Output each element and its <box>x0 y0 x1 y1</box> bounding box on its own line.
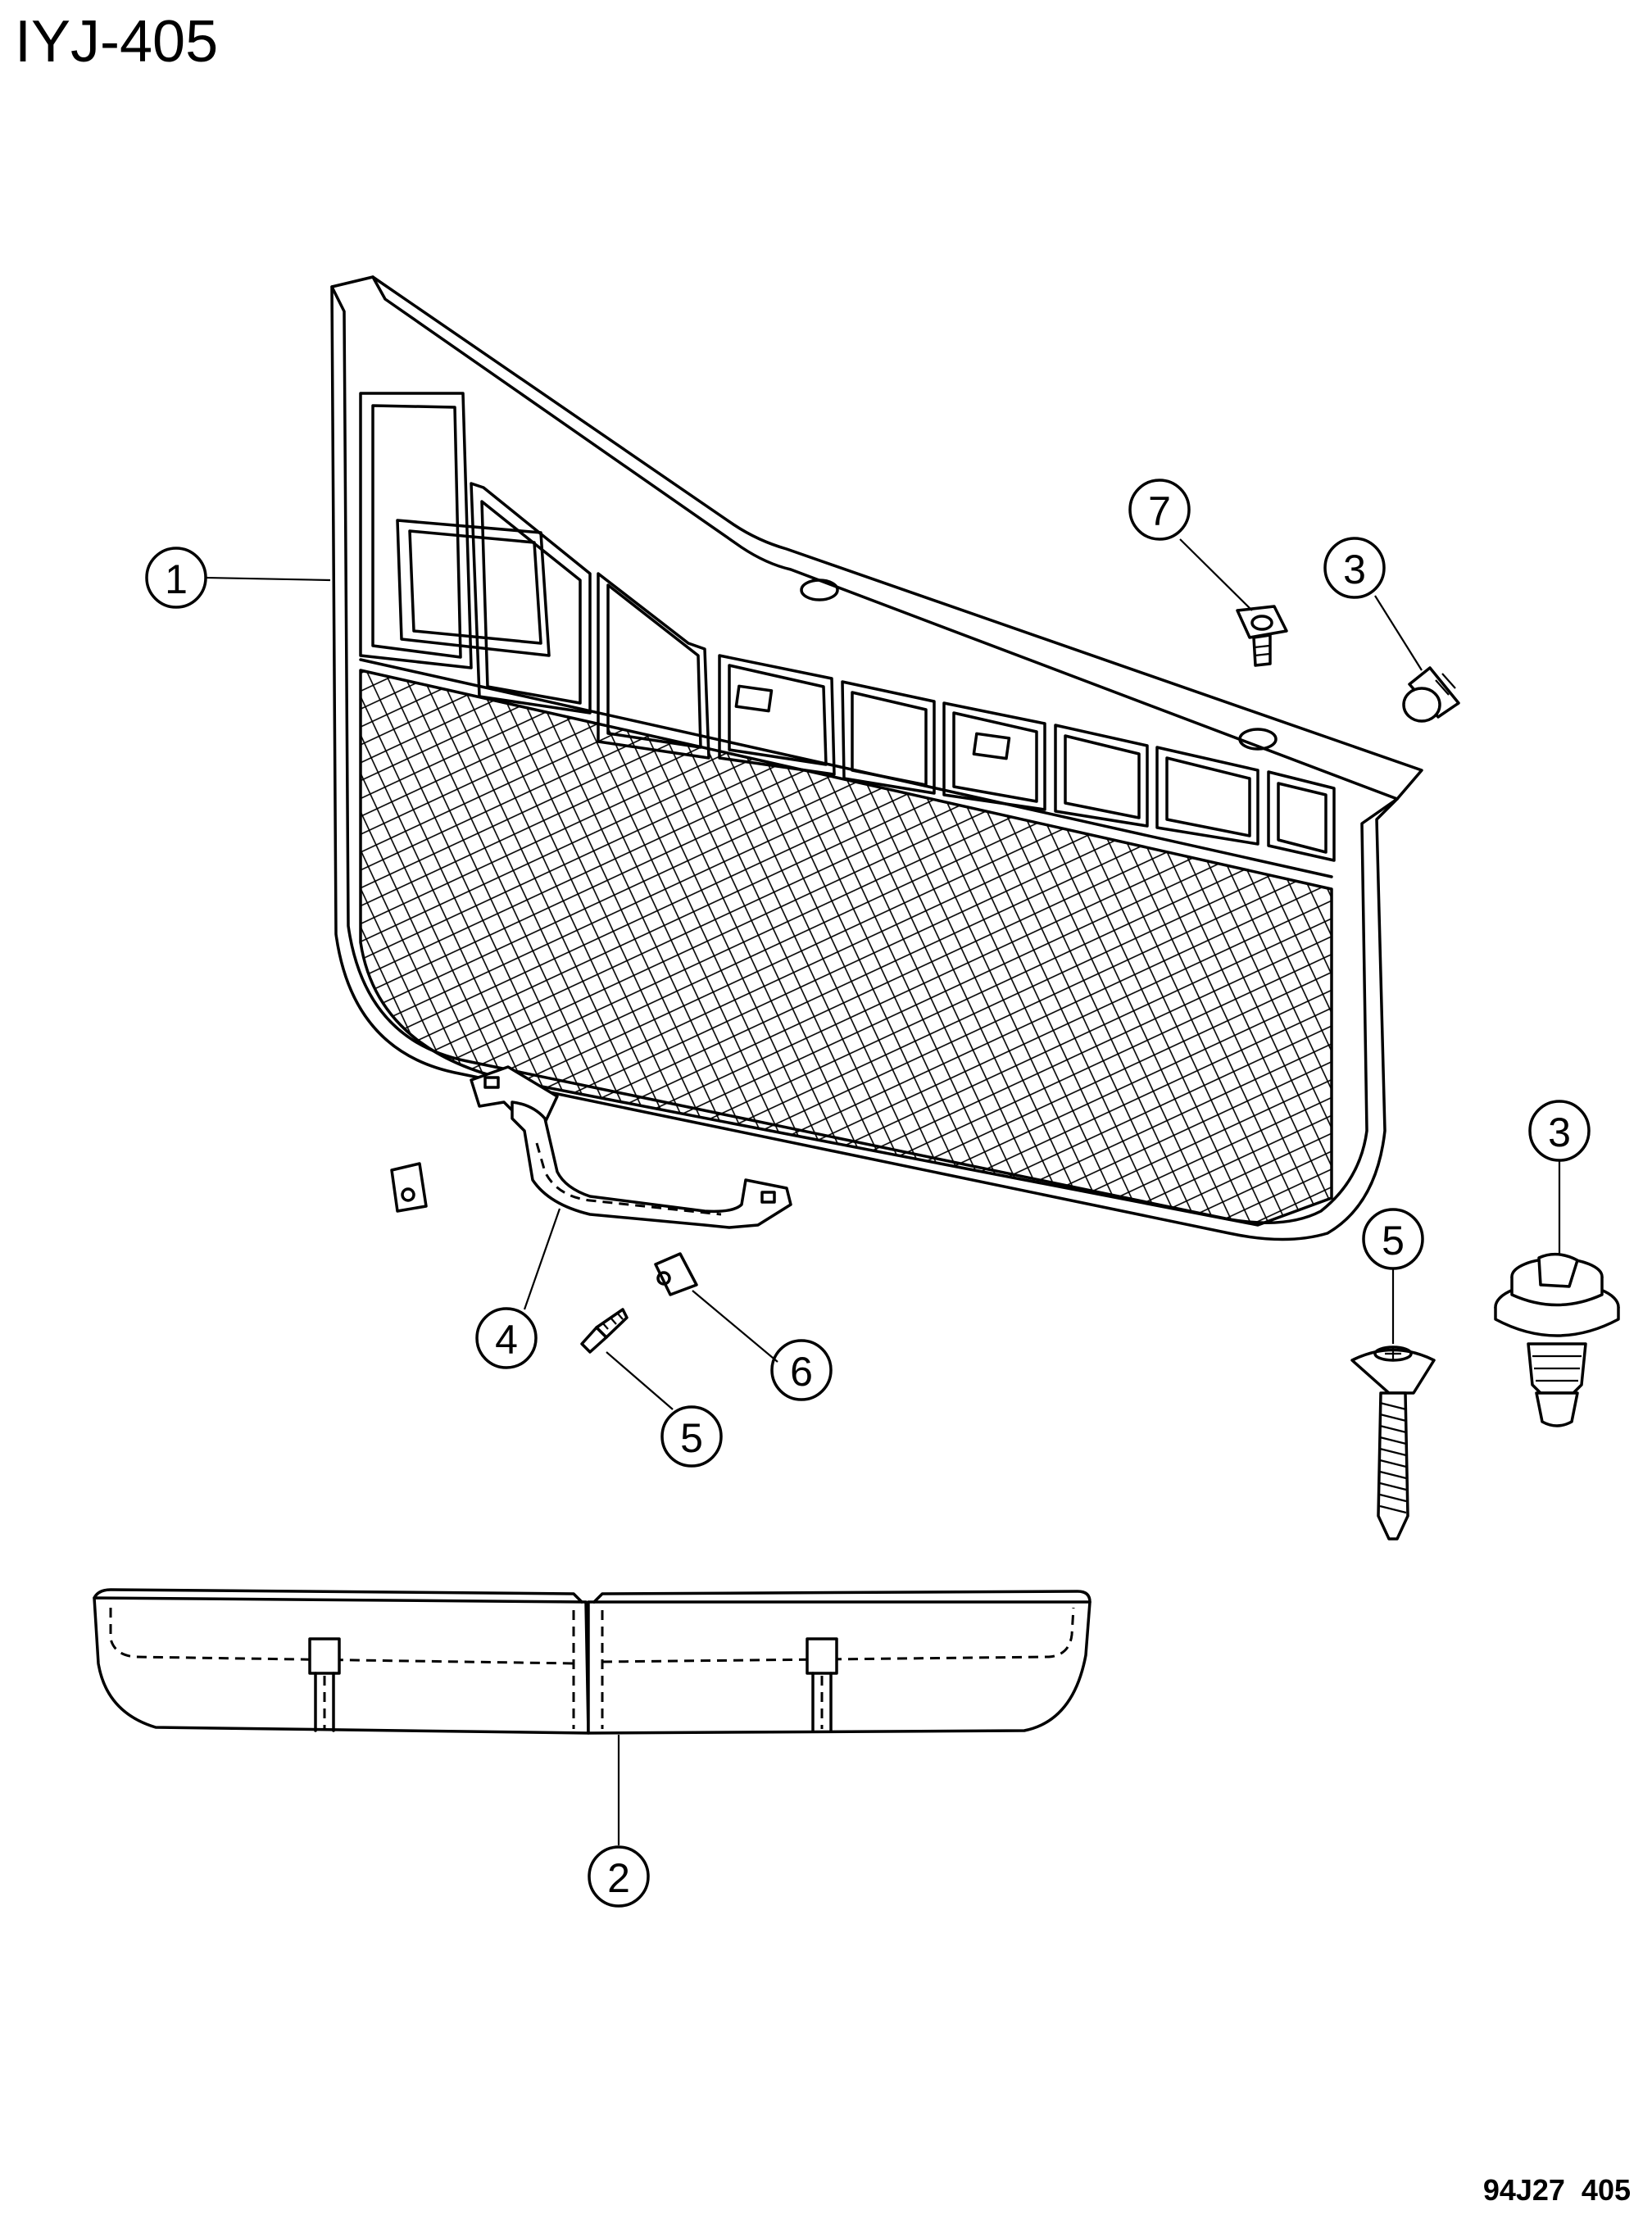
screw-small <box>580 1308 629 1354</box>
grab-handle <box>470 1065 792 1229</box>
svg-text:4: 4 <box>495 1317 518 1363</box>
svg-text:5: 5 <box>680 1415 703 1461</box>
u-nut-left <box>390 1162 428 1213</box>
screw-large <box>1350 1345 1436 1541</box>
callout-3-top: 3 <box>1323 537 1386 599</box>
callout-3-right: 3 <box>1528 1100 1591 1162</box>
retainer-clip-7 <box>1236 605 1288 667</box>
u-nut-6 <box>654 1252 698 1296</box>
svg-text:3: 3 <box>1343 547 1366 592</box>
callout-4: 4 <box>475 1307 538 1369</box>
svg-text:2: 2 <box>607 1855 630 1901</box>
drawing-code: 94J27 405 <box>1483 2173 1631 2207</box>
svg-text:5: 5 <box>1382 1218 1405 1264</box>
callout-7: 7 <box>1128 479 1191 541</box>
svg-text:7: 7 <box>1148 488 1171 534</box>
svg-text:1: 1 <box>165 556 188 602</box>
door-trim-panel <box>330 275 1423 1241</box>
callout-6: 6 <box>770 1339 833 1401</box>
svg-text:3: 3 <box>1548 1110 1571 1155</box>
leader-lines <box>206 538 1561 1845</box>
callout-5-right: 5 <box>1362 1208 1424 1270</box>
push-pin-fastener-large <box>1494 1252 1620 1427</box>
map-pocket <box>93 1588 1092 1735</box>
push-pin-fastener-small <box>1402 666 1460 723</box>
svg-text:6: 6 <box>790 1349 813 1395</box>
figure-id: IYJ-405 <box>15 9 218 75</box>
callout-2: 2 <box>588 1845 650 1908</box>
callout-5-left: 5 <box>660 1405 723 1468</box>
callout-1: 1 <box>145 547 207 609</box>
